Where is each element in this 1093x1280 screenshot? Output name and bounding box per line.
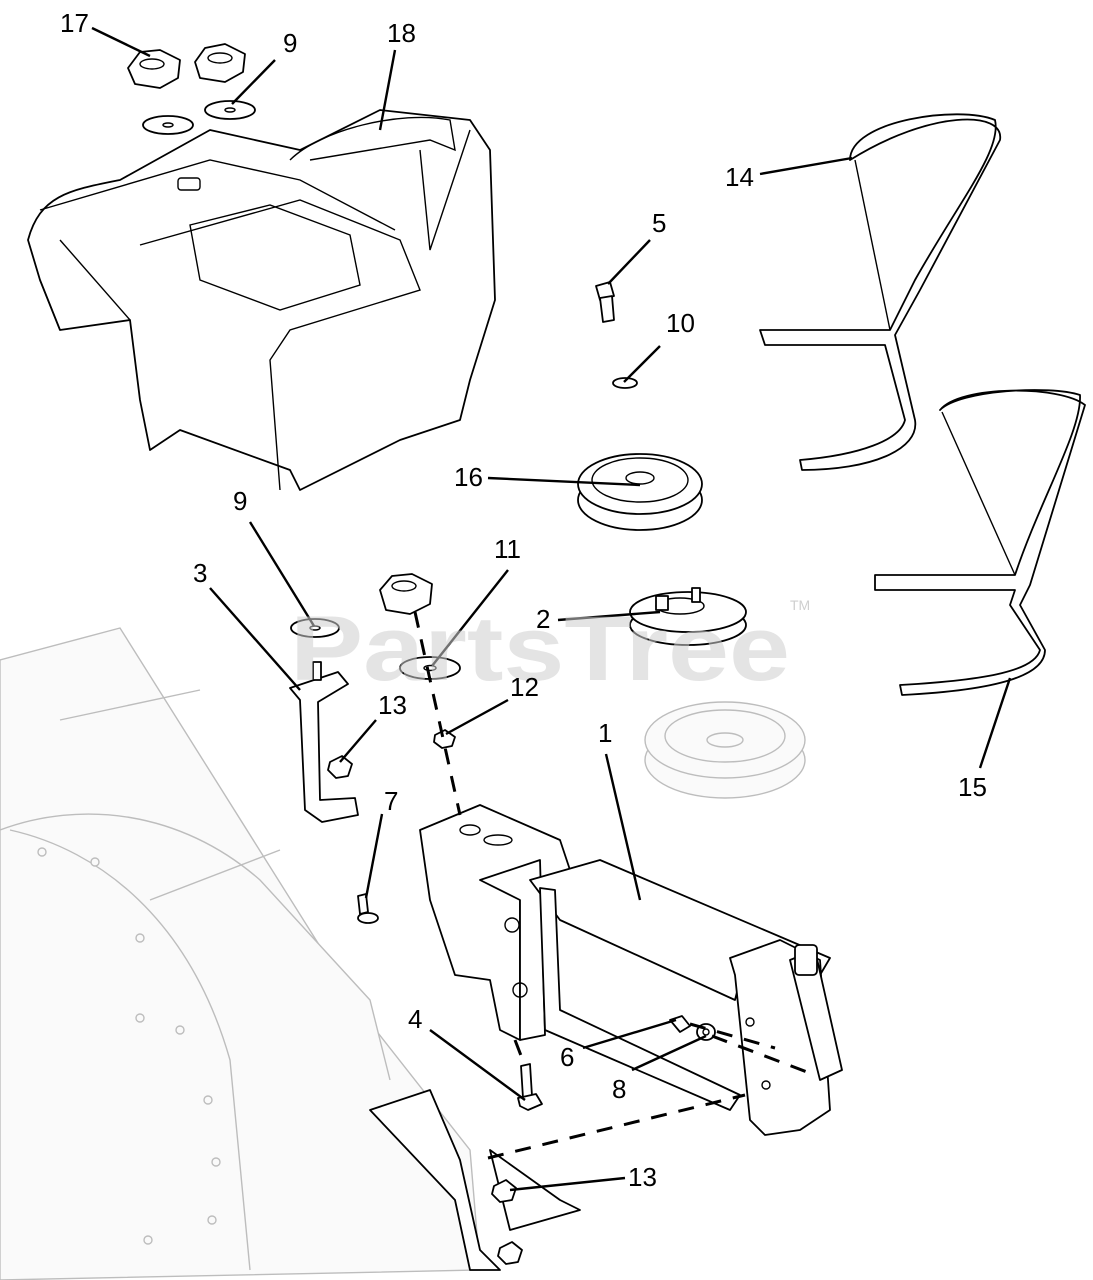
callout-18: 18: [387, 18, 416, 48]
callout-2: 2: [536, 604, 550, 634]
frame-part-1: [419, 804, 843, 1136]
callout-4: 4: [408, 1004, 422, 1034]
callout-16: 16: [454, 462, 483, 492]
callout-6: 6: [560, 1042, 574, 1072]
assembly-lines: [413, 611, 816, 1160]
callout-13-upper: 13: [378, 690, 407, 720]
cover-part-18: [27, 109, 496, 491]
nut-part-12: [433, 729, 456, 749]
chute-base: [369, 1089, 581, 1271]
callout-1: 1: [598, 718, 612, 748]
callout-5: 5: [652, 208, 666, 238]
callout-labels: 17 9 18 14 5 10 16 9 11 3 2 12 13 1 15 7…: [60, 8, 987, 1192]
bolt-part-4: [517, 1063, 543, 1111]
nut-part-13-upper: [327, 755, 353, 779]
watermark: PartsTree TM: [290, 597, 810, 700]
callout-9-mid: 9: [233, 486, 247, 516]
watermark-trademark: TM: [790, 597, 810, 613]
callout-10: 10: [666, 308, 695, 338]
washer-part-10: [612, 377, 638, 389]
watermark-text: PartsTree: [290, 598, 790, 700]
callout-9-top: 9: [283, 28, 297, 58]
callout-11: 11: [494, 534, 521, 564]
callout-13-lower: 13: [628, 1162, 657, 1192]
bolt-part-5: [595, 281, 615, 323]
washer-part-9-mid: [290, 618, 340, 638]
nut-part-13-lower: [491, 1179, 523, 1265]
bolt-part-6: [669, 1015, 691, 1033]
bracket-part-3: [289, 661, 359, 823]
pulley-part-16: [577, 453, 703, 531]
callout-14: 14: [725, 162, 754, 192]
belt-part-15: [874, 389, 1086, 696]
callout-15: 15: [958, 772, 987, 802]
callout-12: 12: [510, 672, 539, 702]
knob-part-17: [127, 43, 246, 89]
idler-part-2: [629, 587, 747, 646]
chute-housing: [0, 627, 481, 1280]
callout-17-top: 17: [60, 8, 89, 38]
belt-part-14: [759, 113, 1001, 471]
callout-8: 8: [612, 1074, 626, 1104]
knob-part-11: [379, 573, 461, 680]
callout-3: 3: [193, 558, 207, 588]
bolt-part-7: [357, 893, 379, 924]
pulley-faded: [644, 701, 806, 799]
washer-part-9-top: [142, 100, 256, 135]
leader-lines: [91, 26, 1012, 1192]
callout-7: 7: [384, 786, 398, 816]
